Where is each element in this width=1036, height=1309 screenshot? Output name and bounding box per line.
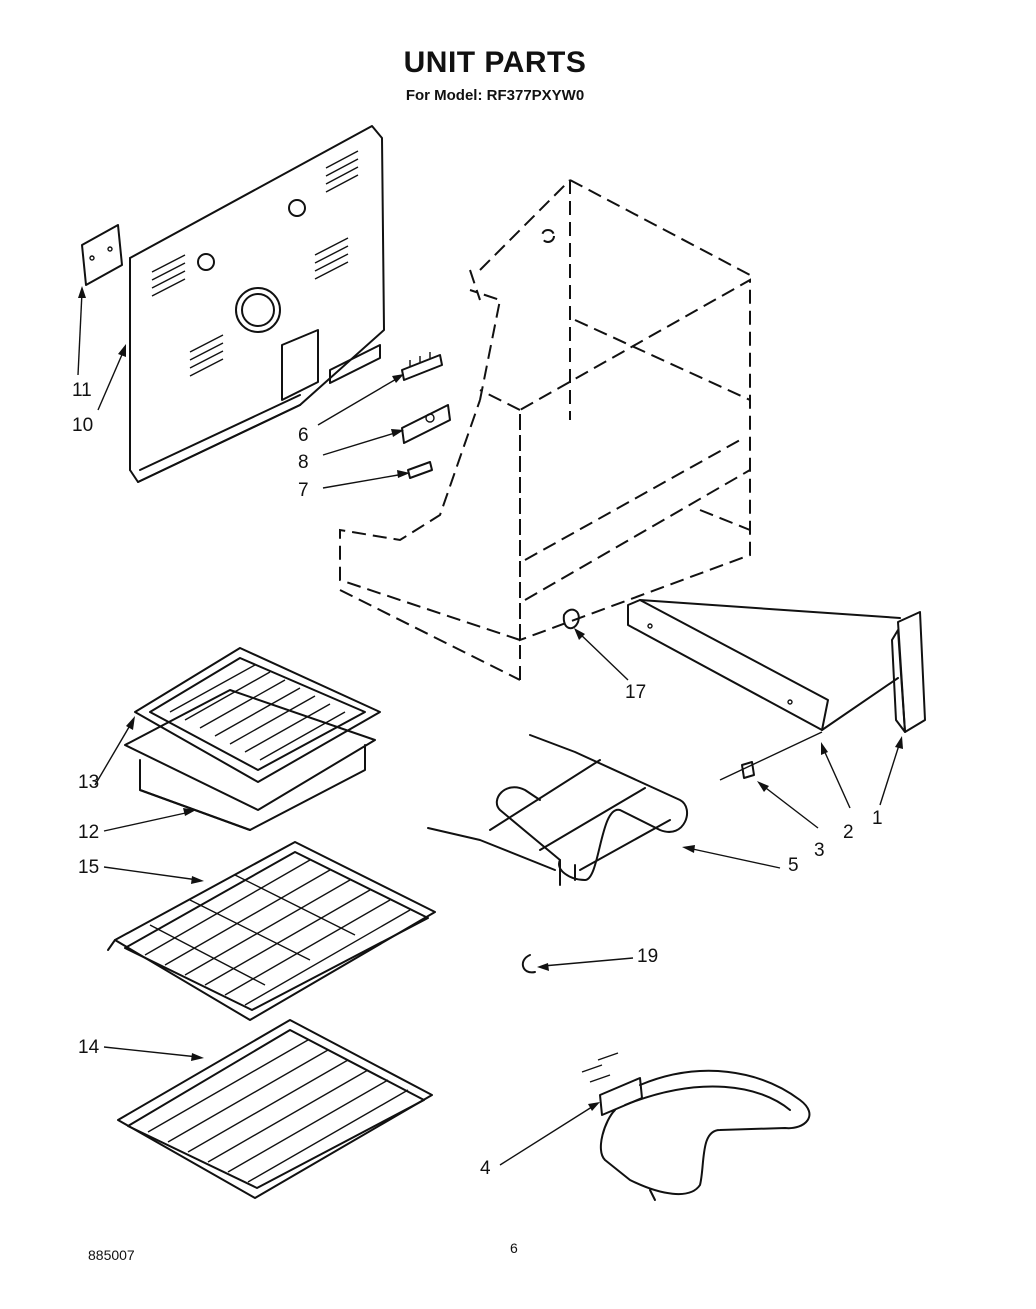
model-subtitle: For Model: RF377PXYW0 xyxy=(405,87,585,104)
footer-code: 885007 xyxy=(88,1247,135,1263)
callout-leaders xyxy=(77,286,903,1166)
callout-1: 1 xyxy=(872,808,883,829)
oven-cabinet-outline xyxy=(339,179,751,681)
part-broiler-grid xyxy=(134,647,381,783)
callout-4: 4 xyxy=(480,1158,491,1179)
callout-19: 19 xyxy=(637,946,659,967)
callout-7: 7 xyxy=(298,480,309,501)
part-gasket xyxy=(81,224,123,286)
part-bake-element xyxy=(427,734,689,886)
callout-17: 17 xyxy=(625,682,647,703)
callout-14: 14 xyxy=(78,1037,100,1058)
callout-5: 5 xyxy=(788,855,799,876)
part-small-clip xyxy=(719,731,823,781)
part-side-rail xyxy=(627,599,901,731)
part-grommet xyxy=(562,608,580,630)
callout-11: 11 xyxy=(72,380,92,401)
callout-3: 3 xyxy=(814,840,825,861)
part-clip xyxy=(407,461,433,479)
part-terminal-block xyxy=(401,352,443,381)
part-broiler-pan xyxy=(124,689,376,831)
part-oven-rack-2 xyxy=(117,1019,433,1199)
part-rear-panel xyxy=(129,125,385,483)
part-bracket xyxy=(401,404,451,444)
part-end-cap xyxy=(891,611,926,733)
callout-8: 8 xyxy=(298,452,309,473)
callout-12: 12 xyxy=(78,822,100,843)
page-number: 6 xyxy=(510,1240,518,1256)
callout-13: 13 xyxy=(78,772,100,793)
part-oven-rack xyxy=(107,841,436,1021)
callout-15: 15 xyxy=(78,857,100,878)
part-broil-element xyxy=(581,1052,811,1201)
part-wire-clip xyxy=(521,954,536,974)
callout-10: 10 xyxy=(72,415,94,436)
callout-6: 6 xyxy=(298,425,309,446)
page-title: UNIT PARTS xyxy=(403,46,587,79)
callout-2: 2 xyxy=(843,822,854,843)
